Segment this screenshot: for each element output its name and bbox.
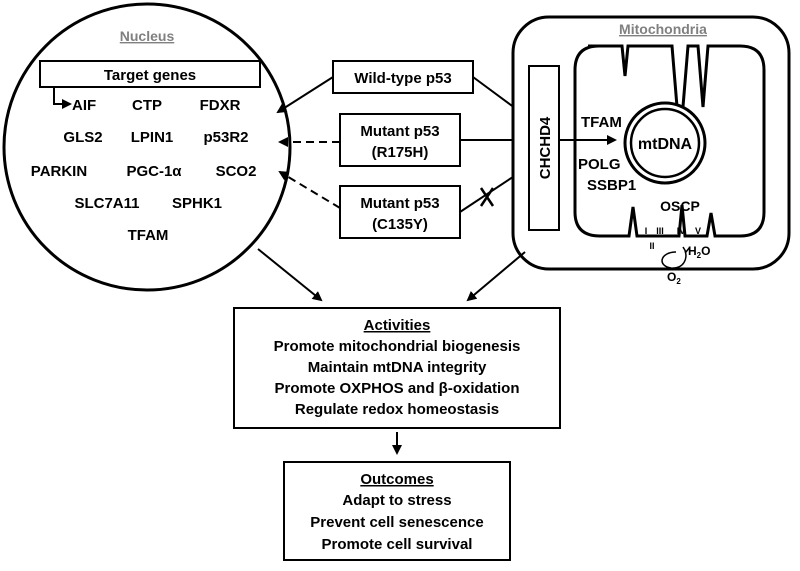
- electron-flow-curve: [661, 250, 687, 269]
- mtdna-inner-ring: [629, 107, 701, 179]
- target-genes-box: [39, 60, 261, 88]
- gene-sphk1: SPHK1: [172, 195, 222, 212]
- outcomes-panel: Outcomes Adapt to stress Prevent cell se…: [283, 461, 511, 561]
- outcomes-box: [283, 461, 511, 561]
- water-sub-2: 2: [697, 251, 702, 260]
- gene-tfam: TFAM: [128, 227, 169, 244]
- tfam-label: TFAM: [581, 114, 622, 131]
- wild-type-p53-label: Wild-type p53: [354, 70, 451, 87]
- nucleus-circle: [2, 2, 292, 292]
- p53-forms: Wild-type p53 Mutant p53 (R175H) Mutant …: [332, 60, 474, 239]
- oxygen-label: O2: [667, 270, 681, 286]
- nucleus-title: Nucleus: [120, 28, 175, 44]
- oxygen-sub-2: 2: [676, 277, 681, 286]
- complex-v-label: V: [695, 226, 701, 236]
- gene-p53r2: p53R2: [203, 129, 248, 146]
- mutant-p53-r175h-box: [339, 113, 461, 167]
- activities-panel: Activities Promote mitochondrial biogene…: [233, 307, 561, 429]
- complex-iv-label: IV: [677, 226, 686, 236]
- outcome-item: Promote cell survival: [322, 536, 473, 553]
- complex-iii-label: III: [656, 226, 664, 236]
- gene-lpin1: LPIN1: [131, 129, 174, 146]
- outcome-item: Adapt to stress: [342, 492, 451, 509]
- gene-fdxr: FDXR: [200, 97, 241, 114]
- mutant-p53-c135y-line1: Mutant p53: [360, 195, 439, 212]
- chchd4-box: [528, 65, 560, 231]
- blocked-cross-mark: [479, 187, 495, 207]
- mutant-p53-r175h-line2: (R175H): [372, 144, 429, 161]
- oxygen-o: O: [667, 270, 676, 284]
- gene-aif: AIF: [72, 97, 96, 114]
- activities-box: [233, 307, 561, 429]
- nucleus-region: Nucleus Target genes AIF CTP FDXR GLS2 L…: [2, 2, 292, 292]
- gene-ctp: CTP: [132, 97, 162, 114]
- nucleus-to-activities-arrow: [257, 248, 323, 302]
- oscp-label: OSCP: [660, 198, 700, 214]
- gene-slc7a11: SLC7A11: [74, 195, 139, 212]
- c135y-to-nucleus-dashed-arrow: [278, 170, 341, 209]
- gene-sco2: SCO2: [216, 163, 257, 180]
- mitochondria-title: Mitochondria: [619, 21, 707, 37]
- activity-item: Maintain mtDNA integrity: [308, 359, 487, 376]
- mutant-p53-r175h-line1: Mutant p53: [360, 123, 439, 140]
- chchd4-label: CHCHD4: [537, 116, 554, 179]
- complex-ii-label: II: [649, 241, 654, 251]
- electron-flow-arrowhead: [682, 246, 691, 254]
- gene-pgc1a: PGC-1α: [126, 163, 182, 180]
- water-o: O: [701, 244, 710, 258]
- outcomes-heading: Outcomes: [360, 471, 433, 488]
- activity-item: Regulate redox homeostasis: [295, 401, 499, 418]
- transcription-arrow: [53, 87, 72, 109]
- mutant-p53-c135y-line2: (C135Y): [372, 216, 428, 233]
- activity-item: Promote OXPHOS and β-oxidation: [274, 380, 519, 397]
- water-label: H2O: [688, 244, 710, 260]
- water-h: H: [688, 244, 697, 258]
- mitochondria-region: Mitochondria CHCHD4 mtDNA TFAM POLG SSBP…: [511, 15, 791, 286]
- activity-item: Promote mitochondrial biogenesis: [274, 338, 521, 355]
- complex-i-label: I: [645, 226, 648, 236]
- mtdna-label: mtDNA: [638, 136, 693, 153]
- mitochondria-to-activities-arrow: [466, 251, 526, 302]
- gene-gls2: GLS2: [63, 129, 102, 146]
- outcome-item: Prevent cell senescence: [310, 514, 483, 531]
- gene-parkin: PARKIN: [31, 163, 87, 180]
- target-genes-label: Target genes: [104, 67, 196, 84]
- polg-label: POLG: [578, 156, 621, 173]
- activities-heading: Activities: [364, 317, 431, 334]
- wt-to-nucleus-arrow: [276, 76, 334, 114]
- ssbp1-label: SSBP1: [587, 177, 636, 194]
